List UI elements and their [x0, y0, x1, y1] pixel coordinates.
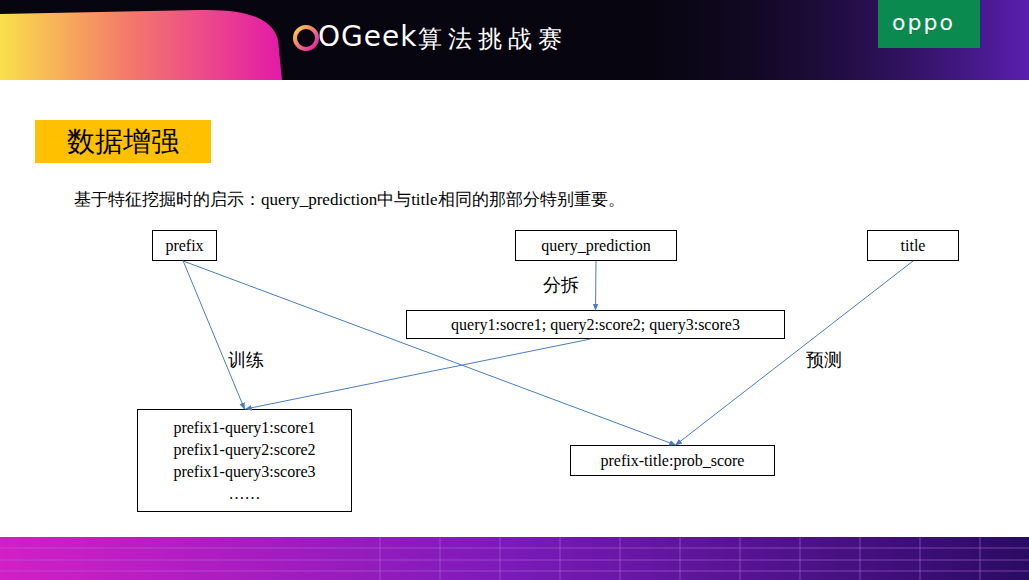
- box-text: title: [901, 235, 926, 257]
- header-glow: [600, 0, 1029, 80]
- process-box: prefix1-query1:score1 prefix1-query2:sco…: [137, 409, 352, 512]
- header-band: [0, 0, 1029, 80]
- logo-text: oppo: [892, 10, 955, 35]
- slide-title: 数据增强: [35, 120, 211, 163]
- arrow-connector: [183, 261, 675, 445]
- box-text: prefix-title:prob_score: [601, 450, 745, 472]
- edge-label: 训练: [228, 348, 264, 372]
- logo-box: [878, 0, 980, 48]
- process-box: query_prediction: [515, 230, 677, 261]
- footer-band: [0, 537, 1029, 580]
- arrow-connector: [595, 261, 597, 310]
- note-text: 基于特征挖掘时的启示：query_prediction中与title相同的那部分…: [74, 188, 625, 211]
- arrow-connector: [246, 339, 591, 409]
- box-text: query1:socre1; query2:score2; query3:sco…: [451, 314, 740, 336]
- logo-text: 算法挑战赛: [418, 23, 568, 55]
- arrow-connector: [676, 261, 913, 445]
- process-box: title: [867, 230, 959, 261]
- arrow-connector: [183, 261, 244, 409]
- footer-grid: [0, 537, 1029, 580]
- process-box: prefix: [152, 230, 217, 261]
- edge-label: 预测: [806, 348, 842, 372]
- title-fill: [35, 120, 211, 163]
- logo-text: OGeek: [318, 20, 417, 53]
- box-text: query_prediction: [541, 235, 650, 257]
- process-box: prefix-title:prob_score: [570, 445, 775, 476]
- logo-ring: [295, 27, 317, 49]
- box-text: prefix: [165, 235, 203, 257]
- process-box: query1:socre1; query2:score2; query3:sco…: [406, 310, 785, 339]
- box-text: prefix1-query1:score1 prefix1-query2:sco…: [157, 417, 332, 505]
- header-shape: [0, 10, 282, 80]
- edge-label: 分拆: [543, 273, 579, 297]
